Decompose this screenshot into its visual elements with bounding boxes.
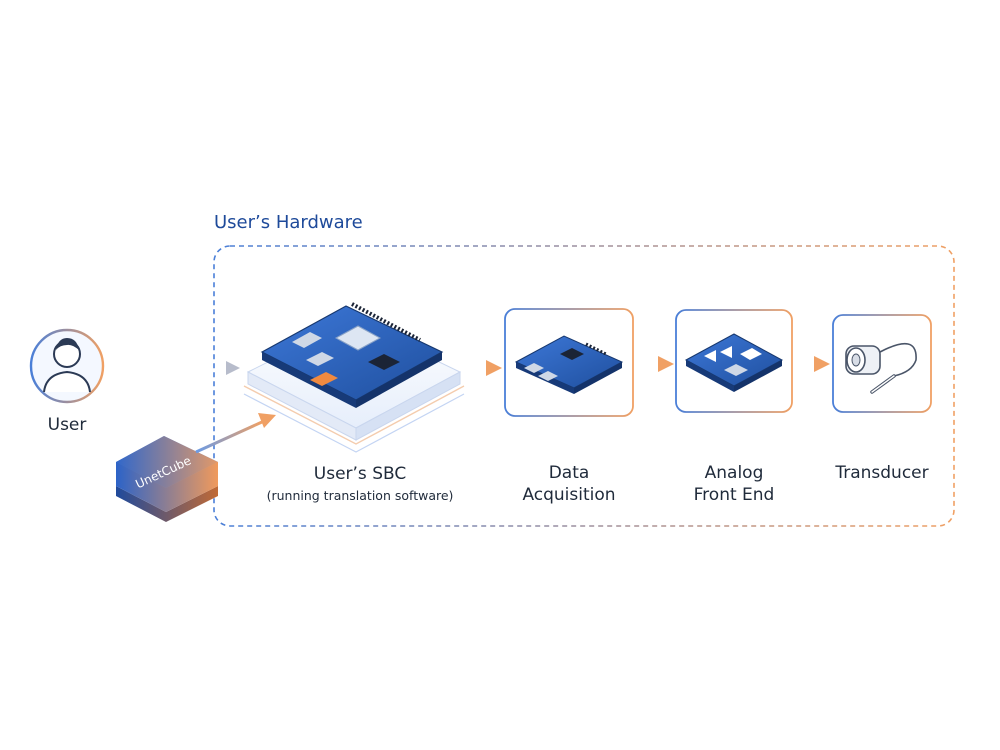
afe-label: Analog Front End [664,462,804,506]
afe-to-transducer-arrowhead [814,356,830,372]
sbc-subtitle: (running translation software) [266,488,454,503]
afe-label-line1: Analog [704,463,764,483]
afe-label-line2: Front End [693,485,775,505]
unetcube-to-sbc-arrowhead [258,413,276,428]
user-label: User [47,415,87,435]
daq-label-line1: Data [548,463,590,483]
hardware-group-title: User’s Hardware [214,212,363,233]
unetcube-to-sbc-arrow [195,420,263,454]
transducer-label: Transducer [835,463,929,483]
sbc-board-icon [260,302,444,408]
user-to-sbc-arrowhead [226,361,240,375]
daq-board-icon [514,335,624,394]
user-avatar-icon [29,328,105,404]
hardware-group-border [213,245,955,527]
unetcube-device-icon [116,436,218,522]
afe-board-icon [684,333,784,392]
transducer-icon [845,342,917,394]
daq-label-line2: Acquisition [522,485,616,505]
transducer-box [832,314,932,413]
daq-to-afe-arrowhead [658,356,674,372]
sbc-label: User’s SBC (running translation software… [250,462,470,506]
sbc-to-daq-arrowhead [486,360,502,376]
sbc-title: User’s SBC [313,464,407,484]
daq-label: Data Acquisition [499,462,639,506]
